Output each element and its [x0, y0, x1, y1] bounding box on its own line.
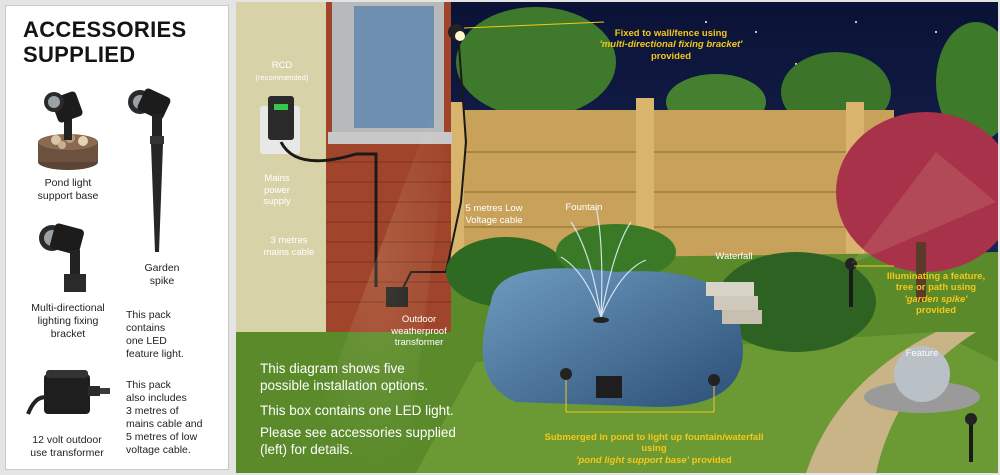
label-mains-cable: 3 metres mains cable — [263, 235, 315, 258]
installation-diagram: RCD (recommended) Mains power supply 3 m… — [236, 2, 998, 473]
label-low-voltage-cable: 5 metres Low Voltage cable — [465, 203, 523, 226]
accessories-panel: ACCESSORIES SUPPLIED Pond light support … — [5, 5, 229, 470]
transformer-icon — [26, 370, 110, 415]
multi-directional-bracket-icon — [39, 223, 86, 292]
pack-includes-text: This pack also includes 3 metres of main… — [126, 379, 203, 456]
caption-transformer: 12 volt outdoor use transformer — [30, 434, 104, 459]
accessories-title: ACCESSORIES SUPPLIED — [23, 17, 187, 67]
garden-scene-illustration — [236, 2, 998, 473]
label-rcd-note: (recommended) — [255, 73, 309, 82]
garden-spike-icon — [128, 88, 171, 252]
callout-garden-spike: Illuminating a feature, tree or path usi… — [886, 270, 986, 317]
caption-pond-base: Pond light support base — [37, 177, 99, 202]
label-outdoor-transformer: Outdoor weatherproof transformer — [391, 314, 447, 348]
label-feature: Feature — [905, 348, 939, 359]
caption-bracket: Multi-directional lighting fixing bracke… — [31, 302, 105, 340]
label-mains-power: Mains power supply — [263, 173, 291, 207]
info-one-light: This box contains one LED light. — [260, 403, 454, 418]
label-fountain: Fountain — [565, 202, 603, 213]
info-see-accessories: Please see accessories supplied (left) f… — [260, 425, 456, 457]
callout-wall-bracket: Fixed to wall/fence using'multi-directio… — [599, 27, 743, 62]
pond-light-support-base-icon — [38, 91, 98, 170]
caption-garden-spike: Garden spike — [144, 262, 180, 287]
callout-pond-base: Submerged in pond to light up fountain/w… — [544, 431, 764, 466]
label-rcd: RCD — [271, 60, 293, 71]
label-waterfall: Waterfall — [715, 251, 753, 262]
pack-contents-text: This pack contains one LED feature light… — [126, 309, 184, 360]
info-five-options: This diagram shows five possible install… — [260, 361, 429, 393]
